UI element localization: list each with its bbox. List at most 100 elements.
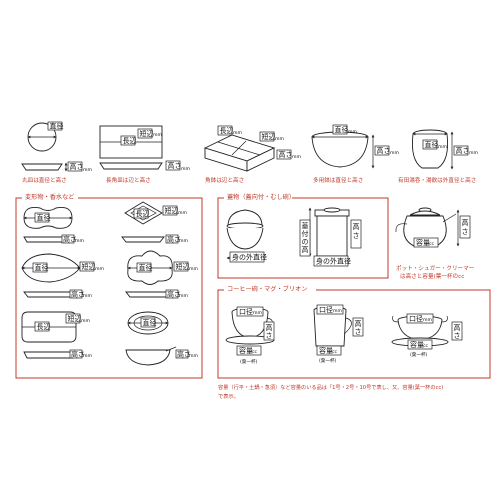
mug-figure: 口径 mm 高 さ 容量 cc (葉一杯) [313,304,364,364]
svg-text:高: 高 [302,245,309,254]
svg-text:付: 付 [302,229,309,238]
svg-text:直径: 直径 [143,318,157,327]
svg-text:直径: 直径 [335,125,349,134]
rect-plate-caption: 長角皿は辺と高さ [106,176,151,184]
lidded-bowl-figure: 身の外直径 [226,209,267,263]
svg-text:mm: mm [181,167,190,172]
unit-mm: mm [83,168,92,173]
svg-text:高さ: 高さ [168,161,182,170]
cup-caption: 有田湯呑・湯飲は外直径と高さ [398,176,476,184]
svg-text:さ: さ [454,332,461,340]
svg-text:cc: cc [252,350,258,355]
multi-bowl-figure: 直径 mm 高さ mm 多用鉢は直径と高さ [311,124,399,184]
svg-text:mm: mm [189,354,198,359]
svg-text:mm: mm [275,137,284,142]
cup-figure: 直径 mm 高さ mm 有田湯呑・湯飲は外直径と高さ [398,129,478,184]
round-plate-figure: 直径 高さ mm 丸皿は直径と高さ [21,122,92,184]
label-diameter: 直径 [50,122,64,131]
svg-text:さ: さ [266,332,273,340]
svg-text:容量: 容量 [416,238,430,247]
svg-text:mm: mm [75,239,84,244]
svg-text:短辺: 短辺 [176,262,190,271]
svg-text:mm: mm [253,311,262,316]
svg-text:さ: さ [355,328,362,336]
svg-text:mm: mm [178,211,187,216]
teapot-figure: 高 さ 容量 cc ポット・シュガー・クリーマー は高さと容量(葉一杯のcc [395,207,475,280]
lidded-panel [217,197,389,279]
svg-text:cc: cc [332,350,338,355]
svg-text:長辺: 長辺 [136,210,150,218]
svg-text:mm: mm [469,151,478,156]
round-plate-caption: 丸皿は直径と高さ [22,176,67,184]
svg-text:(葉一杯): (葉一杯) [240,358,258,365]
svg-text:口径: 口径 [239,307,253,316]
svg-text:容量: 容量 [239,346,253,355]
svg-text:高さ: 高さ [177,350,191,359]
svg-text:長辺: 長辺 [220,127,234,135]
lidded-cup-figure: 蓋 付 の 高 高 さ 身の外直径 [299,207,362,267]
coffee-panel-title: コーヒー碗・マグ・ブリオン [227,285,307,293]
svg-text:mm: mm [83,294,92,299]
pot-caption-2: は高さと容量(葉一杯のcc [400,272,464,280]
svg-text:mm: mm [333,309,342,314]
svg-text:短辺: 短辺 [68,314,82,323]
svg-text:口径: 口径 [409,314,423,323]
label-height: 高さ [70,162,84,171]
svg-text:の: の [302,238,309,246]
svg-text:高: 高 [355,319,362,328]
svg-text:mm: mm [390,151,399,156]
svg-text:mm: mm [81,319,90,324]
special-shapes-panel [15,197,203,379]
svg-text:高さ: 高さ [167,290,181,299]
svg-text:高さ: 高さ [279,150,293,159]
svg-text:短辺: 短辺 [262,132,276,141]
svg-text:高さ: 高さ [377,146,391,155]
svg-text:高さ: 高さ [167,235,181,244]
svg-text:mm: mm [233,131,242,136]
label-short-side: 短辺 [140,129,154,138]
special-panel-title: 変形物・香水など [25,193,75,201]
footnote-line-2: で表示。 [218,392,239,400]
svg-text:さ: さ [462,228,469,236]
gourd-plate-figure: 直径 高さ mm [23,207,84,244]
svg-text:口径: 口径 [319,305,333,314]
lidded-panel-title: 蓋物（蓋向付・むし碗） [227,193,295,201]
svg-text:身の外直径: 身の外直径 [232,253,267,262]
lobed-plate-figure: 直径 短辺 mm 高さ mm [125,250,198,299]
svg-text:直径: 直径 [425,140,439,149]
svg-text:さ: さ [353,232,360,240]
svg-text:高: 高 [462,218,469,227]
svg-text:(葉一杯): (葉一杯) [319,357,337,364]
svg-text:mm: mm [153,133,162,138]
oval-plate-figure: 直径 短辺 mm 高さ mm [21,253,104,299]
coffee-panel [217,289,491,379]
square-bowl-figure: 長辺 mm 短辺 mm 高さ mm 角鉢は辺と高さ [203,125,301,184]
footnote-line-1: 容量（行平・土鍋・急須）など容量のいる品は「1号・2号・10号で表し、又、容量(… [218,383,443,391]
svg-text:mm: mm [438,145,447,150]
svg-text:身の外直径: 身の外直径 [316,257,351,266]
svg-text:(葉一杯): (葉一杯) [410,351,428,358]
square-bowl-caption: 角鉢は辺と高さ [205,176,244,184]
svg-text:直径: 直径 [35,263,49,272]
svg-text:cc: cc [423,344,429,349]
svg-text:容量: 容量 [410,340,424,349]
svg-text:mm: mm [423,318,432,323]
svg-text:短辺: 短辺 [165,206,179,215]
rect-plate-figure: 長辺 短辺 mm 高さ mm 長角皿は辺と高さ [99,125,190,184]
svg-text:高: 高 [353,222,360,231]
svg-text:長辺: 長辺 [37,323,51,331]
svg-text:mm: mm [179,239,188,244]
svg-text:高: 高 [266,323,273,332]
svg-text:mm: mm [348,130,357,135]
svg-text:mm: mm [292,155,301,160]
scalloped-tray-figure: 長辺 短辺 mm 高さ mm [21,311,92,359]
svg-text:直径: 直径 [139,263,153,272]
multi-bowl-caption: 多用鉢は直径と高さ [313,176,363,184]
svg-text:高さ: 高さ [71,290,85,299]
svg-text:高さ: 高さ [71,350,85,359]
pot-caption-1: ポット・シュガー・クリーマー [396,264,475,272]
diamond-plate-figure: 短辺 mm 長辺 高さ mm [121,201,188,244]
svg-text:直径: 直径 [37,213,51,222]
svg-text:高さ: 高さ [456,146,470,155]
